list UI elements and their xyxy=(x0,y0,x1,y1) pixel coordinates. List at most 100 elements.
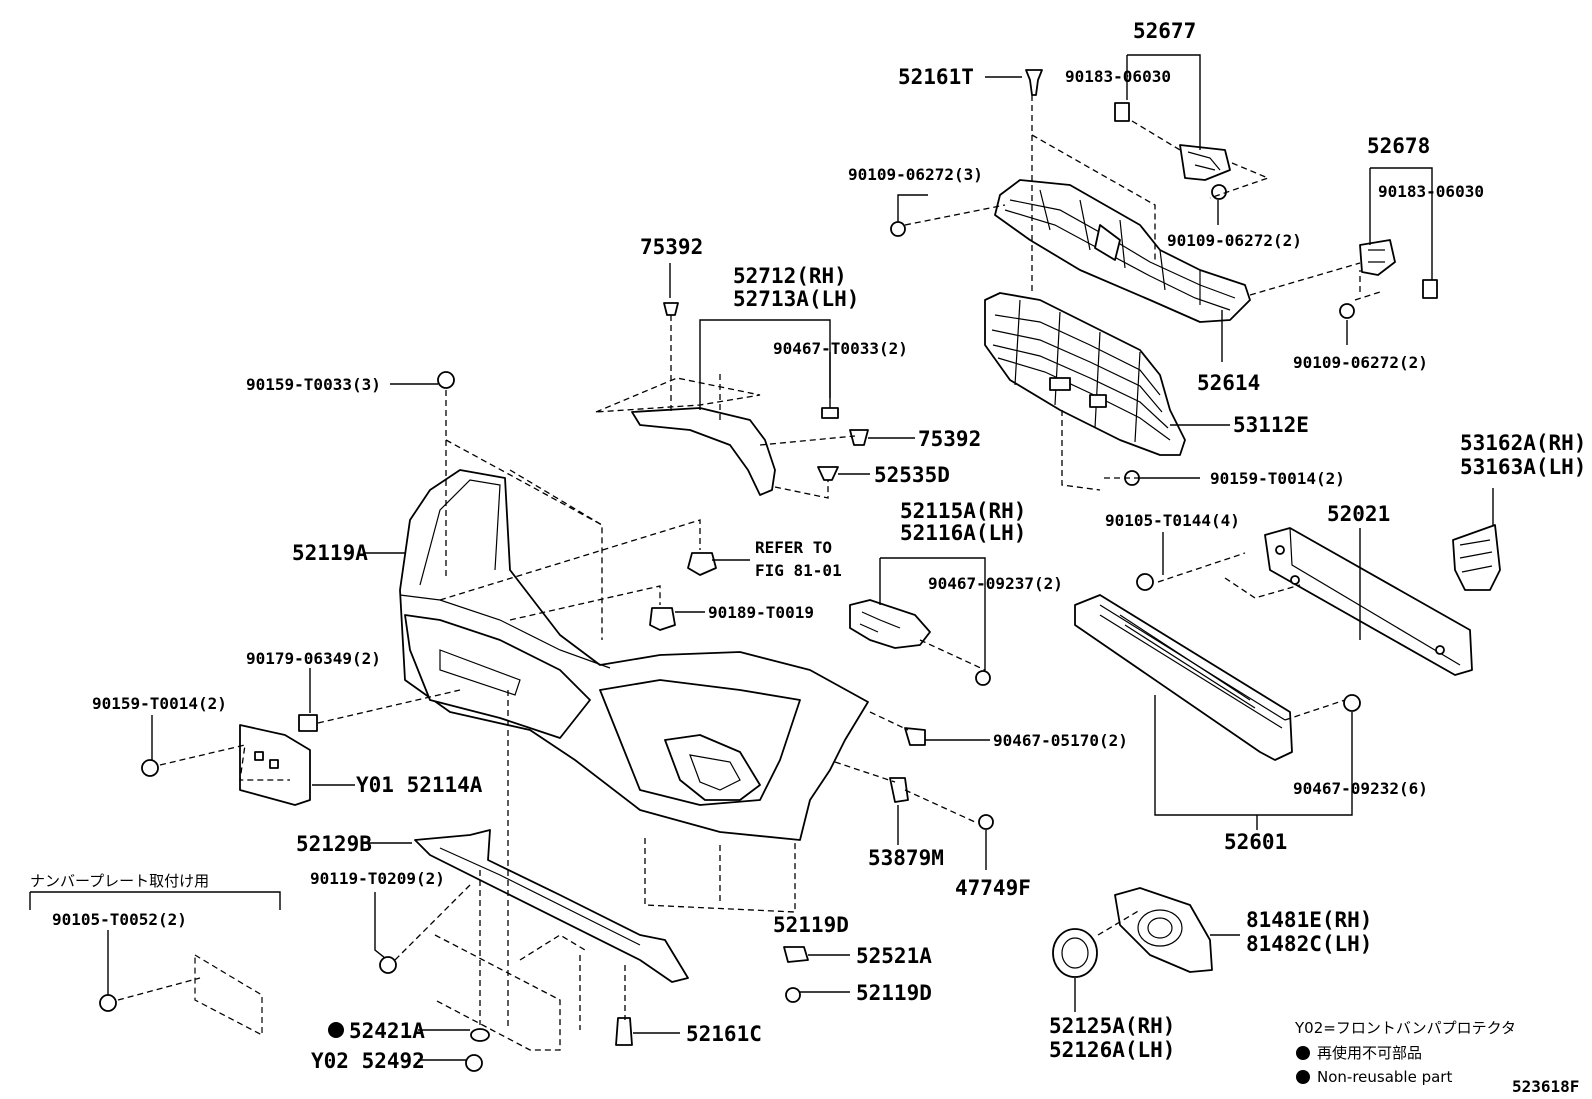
label-81481E: 81481E(RH) xyxy=(1246,908,1372,932)
label-90159-T0014-right: 90159-T0014(2) xyxy=(1210,469,1345,488)
label-52119D-b: 52119D xyxy=(856,981,932,1005)
reinforcement-52021-part xyxy=(1264,527,1473,676)
legend-dot-jp xyxy=(1296,1046,1310,1060)
label-refer-line2: FIG 81-01 xyxy=(755,561,842,580)
under-cover-part xyxy=(414,829,689,983)
label-52119A: 52119A xyxy=(292,541,368,565)
side-retainer-part xyxy=(1452,524,1501,591)
label-90109-2b: 90109-06272(2) xyxy=(1293,353,1428,372)
label-90467-T0033: 90467-T0033(2) xyxy=(773,339,908,358)
label-90183-right: 90183-06030 xyxy=(1378,182,1484,201)
label-52161T: 52161T xyxy=(898,65,974,89)
label-52713A: 52713A(LH) xyxy=(733,287,859,311)
label-53879M: 53879M xyxy=(868,846,944,870)
bolt-90109-3 xyxy=(890,221,906,237)
plate-mount-part xyxy=(194,953,263,1036)
part-labels: 52677 90183-06030 52161T 52678 90183-060… xyxy=(30,19,1586,1073)
bolt-Y02-52492 xyxy=(465,1054,483,1072)
label-52614: 52614 xyxy=(1197,371,1260,395)
label-52116A: 52116A(LH) xyxy=(900,521,1026,545)
bolt-90109-2a xyxy=(1211,184,1227,200)
label-jp-plate: ナンバープレート取付け用 xyxy=(30,872,209,890)
label-90467-09237: 90467-09237(2) xyxy=(928,574,1063,593)
clip-52161C xyxy=(615,1017,633,1046)
washer-52421A xyxy=(470,1028,490,1042)
clip-47749F xyxy=(978,814,994,830)
label-81482C: 81482C(LH) xyxy=(1246,932,1372,956)
bolt-90119 xyxy=(379,956,397,974)
upper-grille-part xyxy=(994,179,1251,323)
label-refer-line1: REFER TO xyxy=(755,538,832,557)
legend: Y02=フロントバンパプロテクタ 再使用不可部品 Non-reusable pa… xyxy=(1294,1019,1579,1096)
retainer-refer xyxy=(687,552,717,576)
screw-52161T xyxy=(1025,69,1043,96)
label-90105-T0144: 90105-T0144(4) xyxy=(1105,511,1240,530)
nut-52521A xyxy=(783,946,809,963)
clip-53879M xyxy=(889,777,909,803)
label-52161C: 52161C xyxy=(686,1022,762,1046)
label-75392-top: 75392 xyxy=(640,235,703,259)
label-52601: 52601 xyxy=(1224,830,1287,854)
clip-90467-09237 xyxy=(975,670,991,686)
fog-bezel-part xyxy=(1114,887,1213,973)
bolt-90105-T0052 xyxy=(99,994,117,1012)
bracket-52678-part xyxy=(1359,239,1396,276)
clip-75392-top xyxy=(663,302,679,316)
label-90183-top: 90183-06030 xyxy=(1065,67,1171,86)
clip-52535D xyxy=(817,466,839,481)
label-90467-09232: 90467-09232(6) xyxy=(1293,779,1428,798)
legend-dot-en xyxy=(1296,1070,1310,1084)
absorber-52601-part xyxy=(1074,594,1293,761)
lower-grille-part xyxy=(984,292,1186,456)
label-52521A: 52521A xyxy=(856,944,932,968)
label-90119: 90119-T0209(2) xyxy=(310,869,445,888)
nut-90179 xyxy=(298,714,318,732)
label-90159-T0014-left: 90159-T0014(2) xyxy=(92,694,227,713)
label-90179: 90179-06349(2) xyxy=(246,649,381,668)
label-90109-3: 90109-06272(3) xyxy=(848,165,983,184)
label-53112E: 53112E xyxy=(1233,413,1309,437)
label-52421A: 52421A xyxy=(349,1019,425,1043)
fasteners xyxy=(99,69,1361,1072)
label-90467-05170: 90467-05170(2) xyxy=(993,731,1128,750)
label-53162A: 53162A(RH) xyxy=(1460,431,1586,455)
label-53163A: 53163A(LH) xyxy=(1460,455,1586,479)
note-en: Non-reusable part xyxy=(1317,1068,1452,1086)
label-90159-T0033: 90159-T0033(3) xyxy=(246,375,381,394)
side-bracket-part xyxy=(849,599,931,649)
clip-90467-T0033 xyxy=(821,407,839,419)
clip-90183-top xyxy=(1114,102,1130,122)
fog-ring-part xyxy=(1052,928,1098,978)
clip-75392-mid xyxy=(849,429,869,446)
label-52126A: 52126A(LH) xyxy=(1049,1038,1175,1062)
label-90189: 90189-T0019 xyxy=(708,603,814,622)
label-Y01-52114A: Y01 52114A xyxy=(356,773,483,797)
label-52119D-a: 52119D xyxy=(773,913,849,937)
dashed-guides xyxy=(117,95,1381,1051)
garnish-part xyxy=(631,407,776,496)
retainer-90189 xyxy=(649,607,676,631)
bolt-52119D xyxy=(785,987,801,1003)
non-reusable-marker-52421A xyxy=(328,1022,344,1038)
label-52712: 52712(RH) xyxy=(733,264,847,288)
plate-bracket-part xyxy=(239,724,311,806)
bracket-52677-part xyxy=(1179,144,1231,181)
label-52677: 52677 xyxy=(1133,19,1196,43)
note-jp: 再使用不可部品 xyxy=(1317,1044,1422,1062)
label-52021: 52021 xyxy=(1327,502,1390,526)
label-90105-T0052: 90105-T0052(2) xyxy=(52,910,187,929)
label-75392-mid: 75392 xyxy=(918,427,981,451)
bumper-cover-part xyxy=(399,469,869,841)
clip-90467-05170 xyxy=(904,727,926,746)
label-52129B: 52129B xyxy=(296,832,372,856)
bolt-90159-T0033 xyxy=(437,371,455,389)
label-52125A: 52125A(RH) xyxy=(1049,1014,1175,1038)
bolt-90105-T0144 xyxy=(1136,573,1154,591)
label-47749F: 47749F xyxy=(955,876,1031,900)
label-Y02-52492: Y02 52492 xyxy=(311,1049,425,1073)
bolt-90159-T0014-left xyxy=(141,759,159,777)
bolt-90109-2b xyxy=(1339,303,1355,319)
label-52678: 52678 xyxy=(1367,134,1430,158)
label-52115A: 52115A(RH) xyxy=(900,499,1026,523)
